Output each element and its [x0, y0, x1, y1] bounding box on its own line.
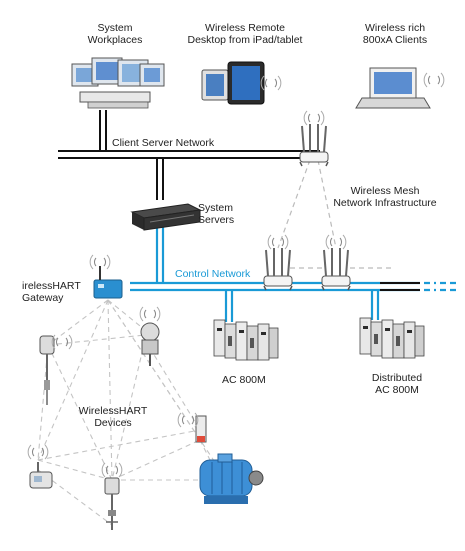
label-distributed-ac800m: Distributed AC 800M: [362, 372, 432, 396]
label-line: Gateway: [22, 292, 64, 304]
controller-icon: [213, 319, 279, 361]
label-line: Workplaces: [87, 34, 143, 46]
label-line: System: [97, 22, 133, 34]
label-line: irelessHART: [22, 280, 81, 292]
access-point-icon: [321, 234, 351, 291]
motor-icon: [199, 453, 264, 504]
label-line: Wireless Mesh: [350, 185, 420, 197]
control-network-blackline: [380, 282, 420, 291]
label-line: 800xA Clients: [362, 34, 428, 46]
label-line: Wireless rich: [364, 22, 426, 34]
wireless-mesh-links: [277, 159, 395, 269]
label-wireless-remote-desktop: Wireless Remote Desktop from iPad/tablet: [180, 22, 310, 46]
access-point-icon: [263, 234, 293, 291]
label-wireless-mesh: Wireless Mesh Network Infrastructure: [325, 185, 445, 209]
label-control-network: Control Network: [175, 268, 251, 280]
label-line: Distributed: [371, 372, 423, 384]
label-wirelesshart-devices: WirelessHART Devices: [68, 405, 158, 429]
client-server-network-lines: [58, 110, 320, 200]
label-line: Wireless Remote: [205, 22, 285, 34]
transmitter-icon: [39, 334, 73, 405]
label-wirelesshart-gateway: irelessHART Gateway: [22, 280, 81, 304]
label-ac800m: AC 800M: [222, 374, 266, 386]
label-line: Desktop from iPad/tablet: [187, 34, 303, 46]
label-line: AC 800M: [375, 384, 419, 396]
transmitter-icon: [139, 306, 161, 366]
label-system-servers: System Servers: [198, 202, 234, 226]
control-network-lines: [130, 226, 458, 322]
transmitter-icon: [27, 444, 53, 489]
transmitter-icon: [101, 462, 123, 530]
transmitter-icon: [177, 412, 207, 443]
laptop-icon: [355, 67, 445, 109]
label-system-workplaces: System Workplaces: [70, 22, 160, 46]
controller-icon: [359, 317, 425, 359]
server-icon: [130, 203, 202, 231]
system-workplaces-icon: [71, 57, 165, 109]
label-line: System: [198, 202, 234, 214]
label-line: Network Infrastructure: [333, 197, 437, 209]
label-client-server-network: Client Server Network: [112, 137, 215, 149]
tablet-icon: [201, 61, 282, 105]
label-line: Servers: [198, 214, 235, 226]
label-line: WirelessHART: [78, 405, 148, 417]
label-line: Devices: [94, 417, 132, 429]
access-point-icon: [299, 110, 329, 167]
label-wireless-rich-clients: Wireless rich 800xA Clients: [345, 22, 445, 46]
gateway-icon: [89, 254, 123, 299]
